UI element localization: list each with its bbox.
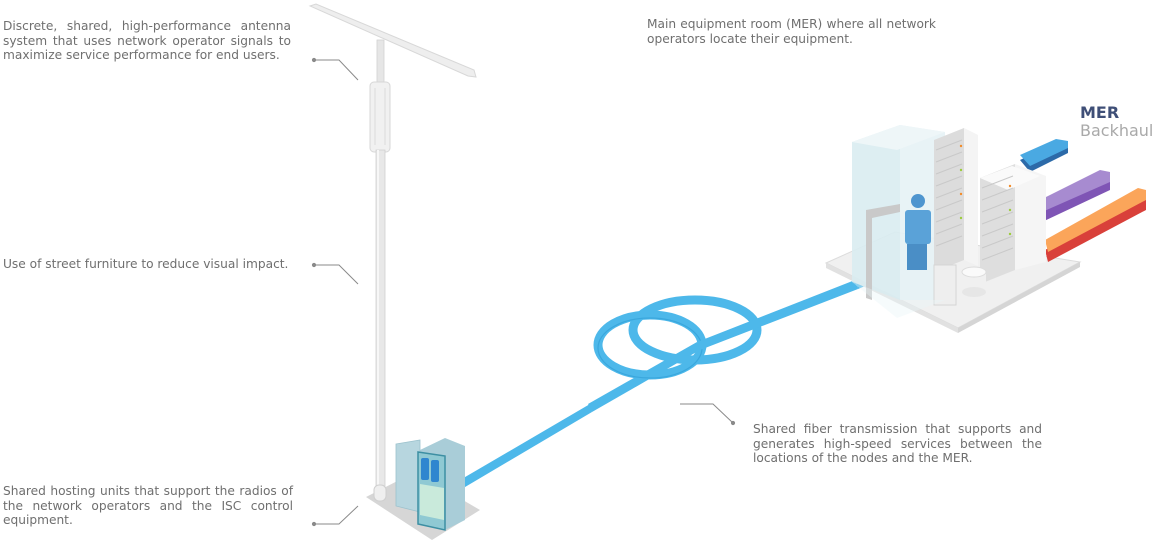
backhaul-subtitle: Backhaul [1080, 121, 1154, 140]
leader-street [311, 262, 359, 285]
cabinet-door [395, 439, 421, 513]
leader-hosting [311, 505, 359, 527]
fiber-cable [588, 270, 882, 412]
arrow-purple [1040, 170, 1110, 222]
callout-street-furniture: Use of street furniture to reduce visual… [3, 257, 289, 271]
backhaul-arrows [1020, 139, 1146, 262]
fiber-coil-outer [593, 310, 707, 380]
storage-cylinder [961, 266, 987, 297]
leader-lines [311, 57, 736, 527]
mer-room [824, 125, 1146, 333]
fiber-cable-segment [460, 404, 592, 490]
callout-fiber: Shared fiber transmission that supports … [753, 422, 1042, 465]
leader-fiber [680, 403, 736, 426]
mer-title: MER [1080, 103, 1120, 122]
callout-antenna: Discrete, shared, high-performance anten… [3, 19, 291, 62]
person-icon [905, 194, 931, 270]
server-rack-2 [980, 164, 1046, 284]
mer-backhaul-label: MER Backhaul [1080, 104, 1153, 140]
pole-crossarm [308, 3, 477, 78]
street-pole [308, 3, 477, 496]
arrow-blue [1020, 139, 1068, 172]
equipment-box [933, 264, 957, 306]
antenna-enclosure [369, 81, 391, 153]
arrow-orange [1045, 188, 1146, 262]
server-rack-1 [934, 128, 978, 272]
fiber-coil-inner [628, 295, 762, 365]
callout-mer: Main equipment room (MER) where all netw… [647, 17, 936, 46]
leader-antenna [311, 57, 359, 81]
callout-hosting-units: Shared hosting units that support the ra… [3, 484, 293, 527]
hosting-unit [366, 404, 592, 540]
